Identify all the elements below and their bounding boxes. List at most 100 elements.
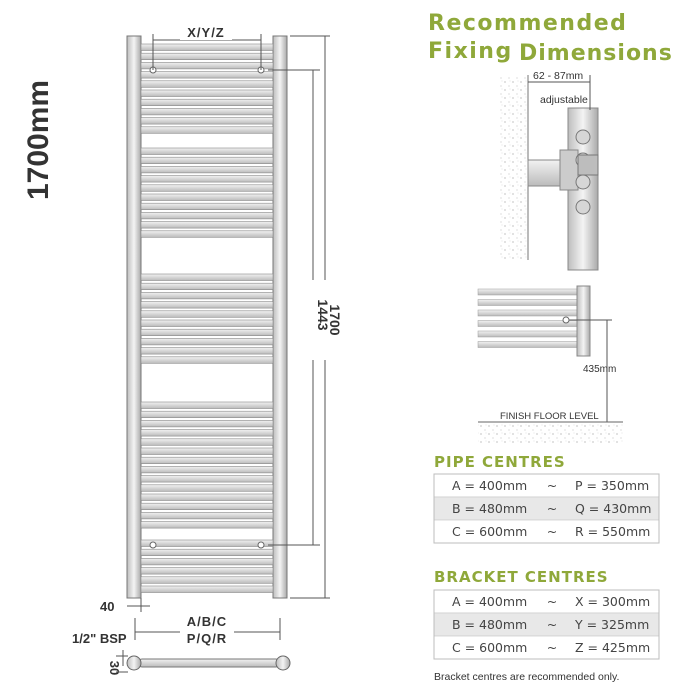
rail-bar — [140, 484, 274, 492]
rail-bar — [140, 43, 274, 51]
table-cell-left: A = 400mm — [452, 478, 527, 493]
outer-height-label: 1700 — [327, 304, 343, 335]
table-cell-sep: ~ — [547, 501, 557, 516]
rail-bar — [140, 356, 274, 364]
rail-bar — [140, 282, 274, 291]
floor-level-label: FINISH FLOOR LEVEL — [500, 411, 599, 422]
rail-bar — [140, 98, 274, 106]
floor-view-bar — [477, 309, 578, 317]
bracket-adjustable-label: adjustable — [540, 94, 588, 106]
width-label-pqr: P/Q/R — [187, 631, 227, 646]
rail-bar — [140, 319, 274, 327]
table-cell-right: X = 300mm — [575, 594, 650, 609]
width-label-bg — [180, 612, 234, 646]
height-label-bg — [305, 280, 331, 360]
bracket-note: Bracket centres are recommended only. — [434, 671, 619, 683]
wall-side-view — [500, 75, 599, 271]
rail-bar — [140, 184, 274, 192]
rail-bar — [140, 193, 274, 201]
rail-bar — [140, 175, 274, 183]
width-label-abc: A/B/C — [187, 614, 227, 629]
rail-bar — [140, 447, 274, 455]
rail-bar — [140, 230, 274, 238]
bsp-label: 1/2" BSP — [72, 631, 127, 646]
rail-bar — [140, 202, 274, 210]
floor-view-bar — [477, 341, 578, 348]
table-cell-right: P = 350mm — [575, 478, 649, 493]
rail-bar — [140, 310, 274, 318]
bracket-centres-title: BRACKET CENTRES — [434, 568, 609, 586]
side-height-label: 1700mm — [22, 80, 55, 200]
top-span-label: X/Y/Z — [187, 25, 225, 40]
rail-bar — [140, 548, 274, 557]
rail-bar — [140, 466, 274, 474]
rail-bar — [140, 166, 274, 174]
rail-bar — [140, 502, 274, 511]
table-cell-left: B = 480mm — [452, 617, 527, 632]
rail-bar — [140, 117, 274, 125]
rail-bar — [140, 493, 274, 501]
rail-top-view — [122, 650, 291, 671]
floor-view-bar — [477, 288, 578, 296]
table-cell-right: Y = 325mm — [574, 617, 649, 632]
rail-bar — [140, 52, 274, 61]
table-cell-sep: ~ — [547, 640, 557, 655]
inner-height-label: 1443 — [315, 299, 331, 330]
rail-bar — [140, 301, 274, 309]
table-cell-sep: ~ — [547, 594, 557, 609]
rail-bar — [140, 475, 274, 483]
table-cell-sep: ~ — [547, 478, 557, 493]
bottom-offset-label: 40 — [100, 599, 114, 614]
rail-bar — [140, 212, 274, 220]
table-frame — [433, 589, 660, 660]
rail-bar — [140, 89, 274, 97]
floor-view-bar — [477, 299, 578, 306]
rail-bar — [140, 539, 274, 547]
rail-bar — [140, 410, 274, 419]
floor-view-bar — [477, 320, 578, 327]
rail-bar — [140, 438, 274, 446]
bottom-offset-dimension — [127, 598, 150, 612]
towel-rail-front-view — [126, 35, 288, 599]
rail-bar — [140, 108, 274, 116]
floor-view-bar — [477, 330, 578, 338]
rail-bar — [140, 512, 274, 520]
rail-bar — [140, 558, 274, 566]
towel-rail-bars — [140, 43, 274, 593]
table-frame — [433, 473, 660, 544]
table-cell-right: Z = 425mm — [575, 640, 650, 655]
rail-bar — [140, 221, 274, 229]
table-cell-left: C = 600mm — [452, 524, 527, 539]
rail-bar — [140, 147, 274, 155]
title-dimensions: Dimensions — [519, 41, 673, 66]
rail-bar — [140, 328, 274, 337]
rail-bar — [140, 585, 274, 593]
rail-bar — [140, 80, 274, 88]
rail-bar — [140, 429, 274, 437]
rail-bar — [140, 62, 274, 70]
rail-bar — [140, 420, 274, 428]
table-cell-sep: ~ — [547, 524, 557, 539]
table-cell-left: A = 400mm — [452, 594, 527, 609]
depth-dimension — [116, 655, 128, 673]
table-cell-left: C = 600mm — [452, 640, 527, 655]
floor-height-label: 435mm — [583, 364, 616, 375]
top-span-bg — [180, 24, 232, 40]
table-cell-right: R = 550mm — [575, 524, 650, 539]
rail-bar — [140, 71, 274, 79]
rail-bar — [140, 521, 274, 529]
rail-bar — [140, 576, 274, 584]
floor-side-view — [477, 285, 623, 444]
rail-bar — [140, 273, 274, 281]
bracket-range-label: 62 - 87mm — [533, 70, 583, 82]
rail-bar — [140, 567, 274, 575]
rail-bar — [140, 338, 274, 346]
rail-bar — [140, 401, 274, 409]
table-cell-right: Q = 430mm — [575, 501, 651, 516]
rail-bar — [140, 292, 274, 300]
depth-label: 30 — [107, 661, 122, 675]
pipe-centres-table: A = 400mm ~ P = 350mm B = 480mm ~ Q = 430mm C … — [433, 473, 660, 544]
table-cell-left: B = 480mm — [452, 501, 527, 516]
pipe-centres-title: PIPE CENTRES — [434, 453, 566, 471]
